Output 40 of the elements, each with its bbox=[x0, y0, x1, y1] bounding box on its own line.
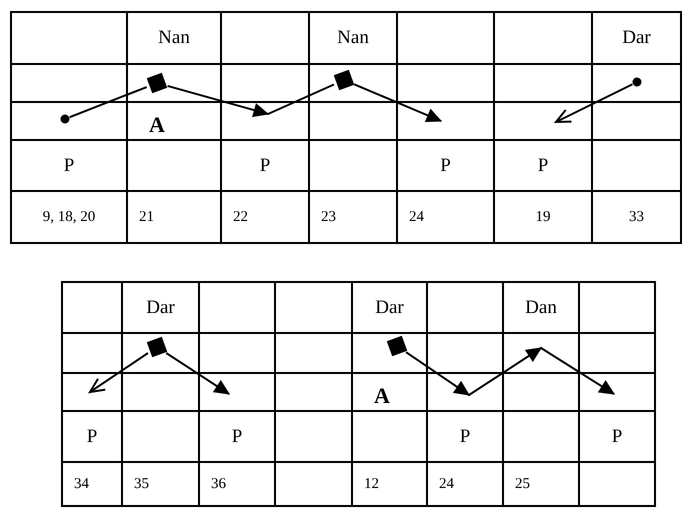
column-heading: Nan bbox=[337, 27, 369, 49]
square-marker bbox=[146, 336, 168, 358]
cell-label: P bbox=[612, 426, 622, 448]
arrow bbox=[406, 346, 615, 396]
reference-number: 34 bbox=[74, 476, 89, 492]
cell-label: P bbox=[232, 426, 242, 448]
reference-number: 24 bbox=[409, 208, 424, 226]
square-marker bbox=[386, 336, 408, 356]
reference-number: 25 bbox=[515, 476, 530, 492]
dot-marker bbox=[632, 78, 642, 86]
column-heading: Dar bbox=[375, 296, 404, 318]
cell-label: P bbox=[64, 154, 74, 176]
arrow bbox=[166, 352, 230, 395]
column-heading: Dar bbox=[146, 296, 175, 318]
cell-label: P bbox=[260, 154, 270, 176]
reference-number: 21 bbox=[139, 208, 154, 226]
cell-label: P bbox=[538, 154, 548, 176]
cell-label: P bbox=[86, 426, 98, 448]
marker-letter: A bbox=[374, 383, 390, 409]
marker-letter: A bbox=[149, 112, 165, 138]
reference-number: 22 bbox=[233, 208, 248, 226]
arrow bbox=[88, 352, 148, 394]
column-heading: Nan bbox=[158, 27, 190, 49]
arrow bbox=[554, 83, 633, 124]
reference-number: 36 bbox=[211, 476, 226, 492]
reference-number: 35 bbox=[134, 476, 149, 492]
column-heading: Dan bbox=[525, 296, 557, 318]
reference-number: 12 bbox=[364, 476, 379, 492]
dot-marker bbox=[60, 114, 70, 124]
cell-label: P bbox=[460, 426, 470, 448]
reference-number: 24 bbox=[439, 476, 454, 492]
reference-number: 9, 18, 20 bbox=[42, 208, 96, 226]
column-heading: Dar bbox=[622, 27, 651, 49]
arrow bbox=[167, 84, 334, 118]
arrow bbox=[354, 83, 442, 122]
reference-number: 33 bbox=[629, 208, 644, 226]
reference-number: 23 bbox=[321, 208, 336, 226]
connector-line bbox=[69, 86, 148, 118]
reference-number: 19 bbox=[536, 208, 550, 226]
cell-label: P bbox=[440, 154, 451, 176]
